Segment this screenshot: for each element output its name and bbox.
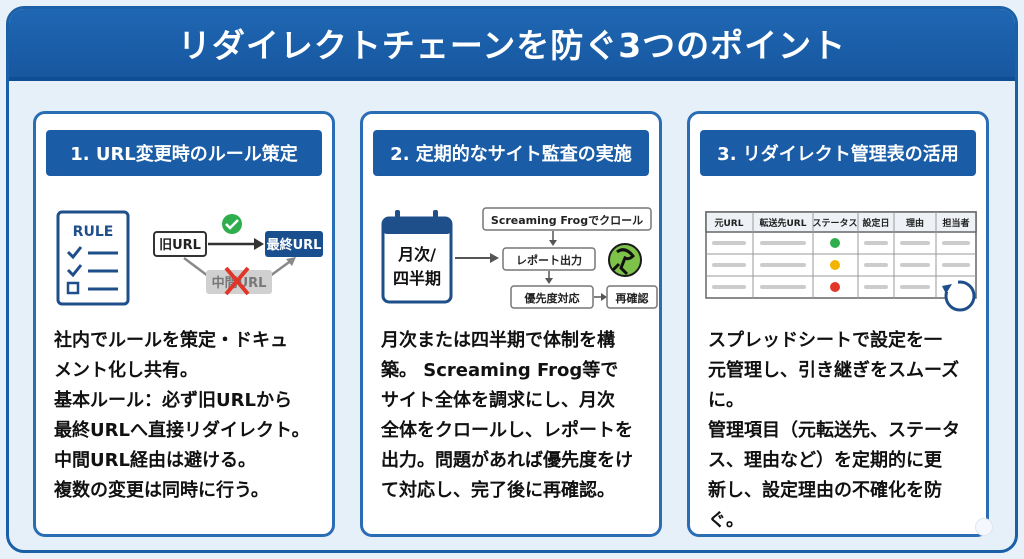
description-line: ス、理由など）を定期的に更 — [708, 450, 942, 471]
rule-document-icon: RULE — [56, 210, 130, 306]
via-arrow-2 — [269, 258, 293, 278]
card-description: 月次または四半期で体制を構 築。 Screaming Frog等で サイト全体を… — [381, 326, 649, 506]
table-header: 理由 — [906, 217, 924, 229]
description-line: 月次または四半期で体制を構 — [381, 330, 615, 351]
svg-text:月次/: 月次/ — [397, 245, 436, 264]
svg-text:四半期: 四半期 — [393, 269, 441, 288]
table-header: 担当者 — [942, 217, 969, 229]
description-line: 社内でルールを策定・ドキュ — [54, 330, 288, 351]
corner-decoration — [975, 518, 993, 536]
recheck-step: 再確認 — [606, 285, 658, 309]
card-heading: 2. 定期的なサイト監査の実施 — [373, 130, 649, 176]
status-dot-green — [830, 238, 840, 248]
description-line: 中間URL経由は避ける。 — [54, 450, 256, 471]
description-line: に。 — [708, 390, 744, 411]
redirect-rule-illustration: RULE 旧URL 最終URL — [56, 210, 323, 306]
description-line: メント化し共有。 — [54, 360, 198, 381]
cross-icon — [224, 266, 250, 296]
status-dot-red — [830, 282, 840, 292]
table-header: ステータス — [812, 217, 857, 229]
final-url-box: 最終URL — [265, 231, 323, 257]
frog-icon — [608, 243, 642, 277]
description-line: 全体をクロールし、レポートを — [381, 420, 633, 441]
description-line: 元管理し、引き継ぎをスムーズ — [708, 360, 960, 381]
svg-text:旧URL: 旧URL — [159, 238, 201, 253]
card-rule: 1. URL変更時のルール策定 RULE 旧URL — [33, 111, 335, 537]
page-title: リダイレクトチェーンを防ぐ3つのポイント — [177, 26, 847, 65]
audit-flow-illustration: 月次/ 四半期 Screaming Frogでクロール レポート出力 優先度対応 — [381, 207, 658, 309]
rule-icon-label: RULE — [73, 224, 114, 240]
card-heading: 3. リダイレクト管理表の活用 — [700, 130, 976, 176]
table-header: 元URL — [715, 218, 744, 229]
check-icon — [222, 214, 242, 234]
card-management-sheet: 3. リダイレクト管理表の活用 元URL 転送先URL ステータス 設定日 理由… — [687, 111, 989, 537]
table-header: 設定日 — [862, 217, 889, 229]
report-step: レポート出力 — [502, 247, 596, 271]
description-line: 管理項目（元転送先、ステータ — [708, 420, 960, 441]
description-line: 最終URLへ直接リダイレクト。 — [54, 420, 310, 441]
card-audit: 2. 定期的なサイト監査の実施 月次/ 四半期 Screaming Frogでク… — [360, 111, 662, 537]
crawl-step: Screaming Frogでクロール — [482, 207, 652, 231]
title-banner: リダイレクトチェーンを防ぐ3つのポイント — [9, 9, 1015, 81]
description-line: 築。 Screaming Frog等で — [381, 360, 619, 381]
refresh-icon — [942, 280, 976, 312]
table-header: 転送先URL — [760, 217, 807, 229]
calendar-icon: 月次/ 四半期 — [381, 210, 453, 304]
card-heading: 1. URL変更時のルール策定 — [46, 130, 322, 176]
description-line: 複数の変更は同時に行う。 — [54, 480, 269, 501]
description-line: 基本ルール：必ず旧URLから — [54, 390, 292, 411]
svg-text:最終URL: 最終URL — [267, 237, 322, 253]
via-arrow-1 — [183, 257, 209, 277]
svg-text:レポート出力: レポート出力 — [516, 253, 582, 267]
spreadsheet-illustration: 元URL 転送先URL ステータス 設定日 理由 担当者 — [705, 211, 977, 312]
svg-text:Screaming Frogでクロール: Screaming Frogでクロール — [491, 214, 643, 227]
description-line: て対応し、完了後に再確認。 — [381, 480, 615, 501]
card-description: 社内でルールを策定・ドキュ メント化し共有。 基本ルール：必ず旧URLから 最終… — [54, 326, 322, 506]
status-dot-yellow — [830, 260, 840, 270]
old-url-box: 旧URL — [153, 231, 207, 257]
description-line: スプレッドシートで設定を一 — [708, 330, 942, 351]
card-description: スプレッドシートで設定を一 元管理し、引き継ぎをスムーズ に。 管理項目（元転送… — [708, 326, 976, 536]
infographic-frame: リダイレクトチェーンを防ぐ3つのポイント 1. URL変更時のルール策定 RUL… — [6, 6, 1018, 553]
priority-step: 優先度対応 — [510, 285, 594, 309]
description-line: 新し、設定理由の不確化を防ぐ。 — [708, 480, 942, 531]
description-line: サイト全体を調求にし、月次 — [381, 390, 615, 411]
description-line: 出力。問題があれば優先度をけ — [381, 450, 633, 471]
svg-text:再確認: 再確認 — [616, 291, 649, 305]
svg-text:優先度対応: 優先度対応 — [524, 291, 580, 305]
